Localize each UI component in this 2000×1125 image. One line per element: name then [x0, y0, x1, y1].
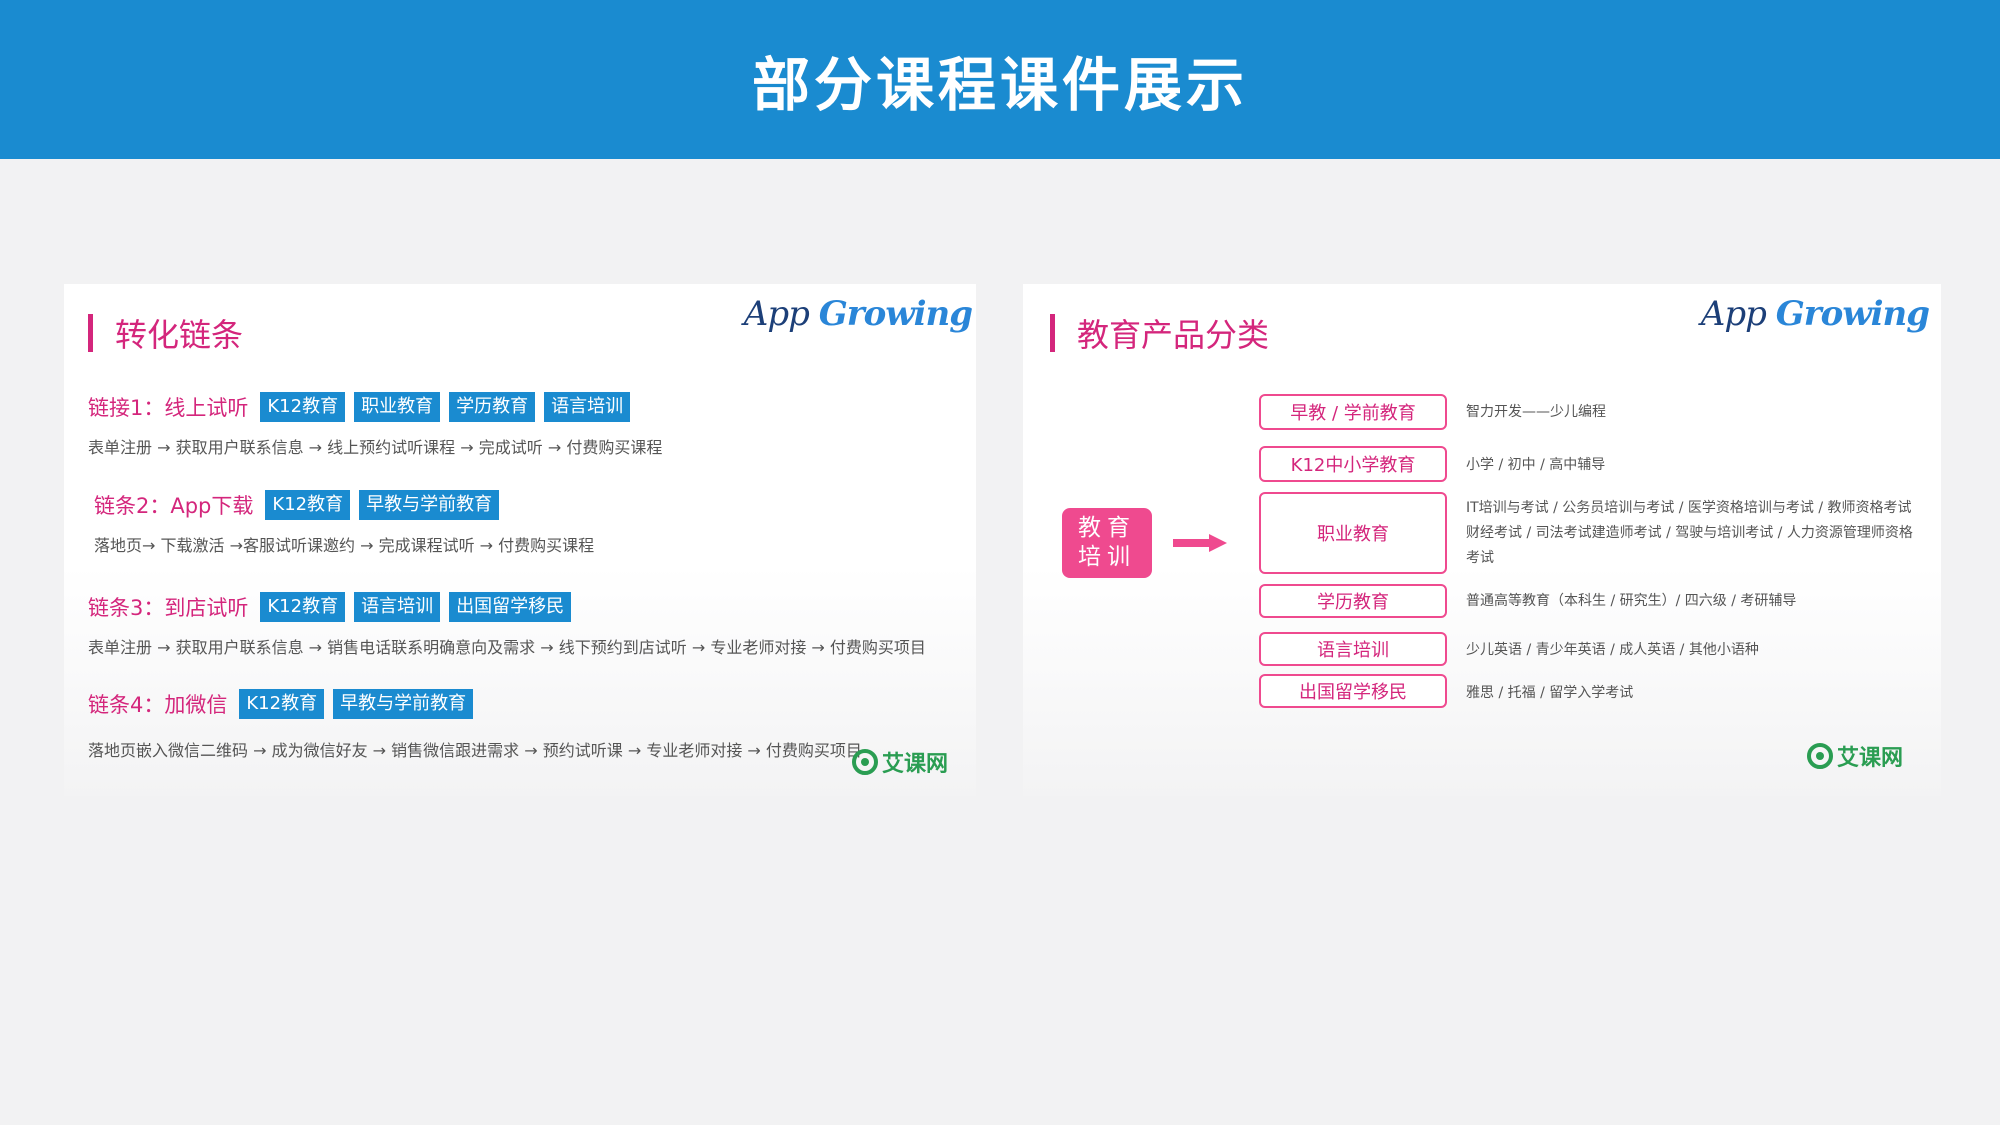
slide-title-text: 教育产品分类 [1077, 316, 1270, 354]
aikewang-logo-icon [851, 749, 878, 775]
chain-tag: 语言培训 [354, 592, 441, 622]
slide-title: 教育产品分类 [1050, 310, 1269, 356]
title-accent-bar [1050, 314, 1055, 352]
chain-tag: 早教与学前教育 [359, 490, 500, 520]
header-banner: 部分课程课件展示 [0, 0, 2000, 159]
slide-title-text: 转化链条 [115, 316, 244, 354]
logo-growing-text: Growing [818, 294, 973, 334]
category-desc: 小学 / 初中 / 高中辅导 [1466, 457, 1606, 473]
chain-flow: 落地页嵌入微信二维码 → 成为微信好友 → 销售微信跟进需求 → 预约试听课 →… [88, 741, 862, 760]
aikewang-logo: 艾课网 [851, 746, 948, 778]
chain-4: 链条4：加微信 K12教育 早教与学前教育 落地页嵌入微信二维码 → 成为微信好… [88, 687, 862, 761]
category-box: 学历教育 [1259, 584, 1447, 618]
chain-tag: 出国留学移民 [449, 592, 572, 622]
chain-tag: K12教育 [260, 392, 346, 422]
category-box: K12中小学教育 [1259, 446, 1447, 482]
chain-label: 链条2：App下载 [94, 494, 254, 518]
category-desc: 少儿英语 / 青少年英语 / 成人英语 / 其他小语种 [1466, 642, 1759, 658]
category-box: 出国留学移民 [1259, 674, 1447, 708]
chain-flow: 表单注册 → 获取用户联系信息 → 线上预约试听课程 → 完成试听 → 付费购买… [88, 438, 663, 457]
chain-2: 链条2：App下载 K12教育 早教与学前教育 落地页→ 下载激活 →客服试听课… [94, 488, 594, 556]
title-accent-bar [88, 314, 93, 352]
chain-label: 链条3：到店试听 [88, 596, 249, 620]
category-desc: 智力开发——少儿编程 [1466, 404, 1606, 420]
category-desc: 普通高等教育（本科生 / 研究生）/ 四六级 / 考研辅导 [1466, 593, 1797, 609]
arrow-right-icon [1173, 534, 1227, 552]
aikewang-logo-text: 艾课网 [881, 752, 948, 777]
root-node-line1: 教育 [1078, 515, 1136, 541]
slide-education-categories: 教育产品分类 App Growing 教育 培训 早教 / 学前教育 智力开发—… [1023, 284, 1941, 796]
chain-tag: K12教育 [239, 689, 325, 719]
category-box: 语言培训 [1259, 632, 1447, 666]
category-desc: IT培训与考试 / 公务员培训与考试 / 医学资格培训与考试 / 教师资格考试财… [1466, 500, 1913, 566]
logo-app-text: App [743, 294, 810, 334]
logo-app-text: App [1700, 294, 1767, 334]
root-node-line2: 培训 [1078, 544, 1136, 570]
aikewang-logo-icon [1806, 743, 1833, 769]
chain-1: 链接1：线上试听 K12教育 职业教育 学历教育 语言培训 表单注册 → 获取用… [88, 390, 662, 458]
slide-title: 转化链条 [88, 310, 243, 356]
slide-conversion-chain: 转化链条 App Growing 链接1：线上试听 K12教育 职业教育 学历教… [64, 284, 976, 796]
root-node-education: 教育 培训 [1062, 508, 1152, 578]
page-title: 部分课程课件展示 [751, 50, 1248, 119]
appgrowing-logo: App Growing [1700, 294, 1930, 334]
category-box: 早教 / 学前教育 [1259, 394, 1447, 430]
chain-tag: 早教与学前教育 [333, 689, 474, 719]
chain-tag: K12教育 [260, 592, 346, 622]
chain-label: 链接1：线上试听 [88, 396, 249, 420]
aikewang-logo-text: 艾课网 [1836, 746, 1903, 771]
chain-tag: K12教育 [265, 490, 351, 520]
chain-flow: 表单注册 → 获取用户联系信息 → 销售电话联系明确意向及需求 → 线下预约到店… [88, 638, 926, 657]
chain-flow: 落地页→ 下载激活 →客服试听课邀约 → 完成课程试听 → 付费购买课程 [94, 536, 595, 555]
chain-tag: 语言培训 [544, 392, 631, 422]
chain-3: 链条3：到店试听 K12教育 语言培训 出国留学移民 表单注册 → 获取用户联系… [88, 590, 926, 658]
aikewang-logo: 艾课网 [1806, 740, 1903, 772]
chain-tag: 职业教育 [354, 392, 441, 422]
logo-growing-text: Growing [1775, 294, 1930, 334]
category-desc: 雅思 / 托福 / 留学入学考试 [1466, 685, 1634, 701]
appgrowing-logo: App Growing [743, 294, 973, 334]
chain-label: 链条4：加微信 [88, 693, 228, 717]
category-box: 职业教育 [1259, 492, 1447, 574]
chain-tag: 学历教育 [449, 392, 536, 422]
